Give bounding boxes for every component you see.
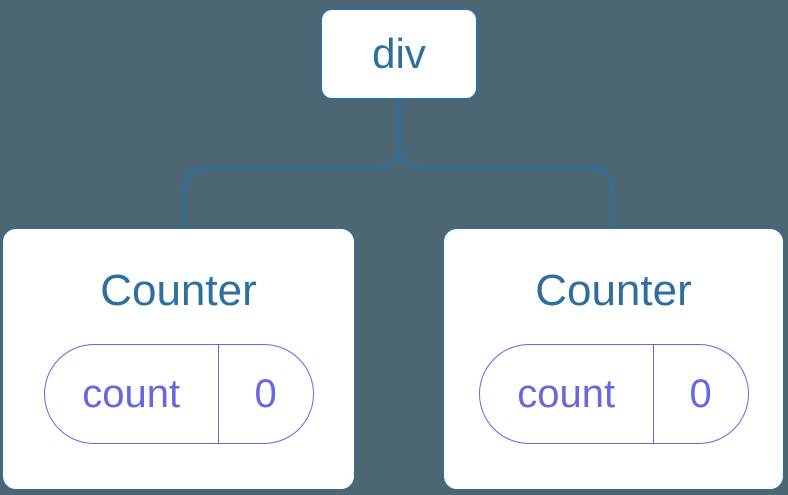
connector-left-branch — [182, 100, 401, 228]
state-pill: count 0 — [43, 343, 314, 444]
state-pill: count 0 — [478, 343, 749, 444]
connector-right-branch — [397, 100, 615, 228]
state-value: 0 — [689, 371, 712, 416]
counter-node-right: Counter count 0 — [443, 228, 784, 490]
state-value-cell: 0 — [654, 345, 748, 443]
state-value: 0 — [254, 371, 277, 416]
state-key: count — [82, 371, 181, 416]
counter-node-left: Counter count 0 — [2, 228, 355, 490]
root-node: div — [320, 8, 478, 100]
counter-title: Counter — [100, 266, 257, 315]
state-key-cell: count — [480, 344, 654, 443]
state-value-cell: 0 — [219, 345, 313, 443]
state-key: count — [517, 371, 616, 416]
root-node-label: div — [372, 30, 426, 77]
state-key-cell: count — [45, 344, 219, 443]
counter-title: Counter — [535, 266, 692, 315]
